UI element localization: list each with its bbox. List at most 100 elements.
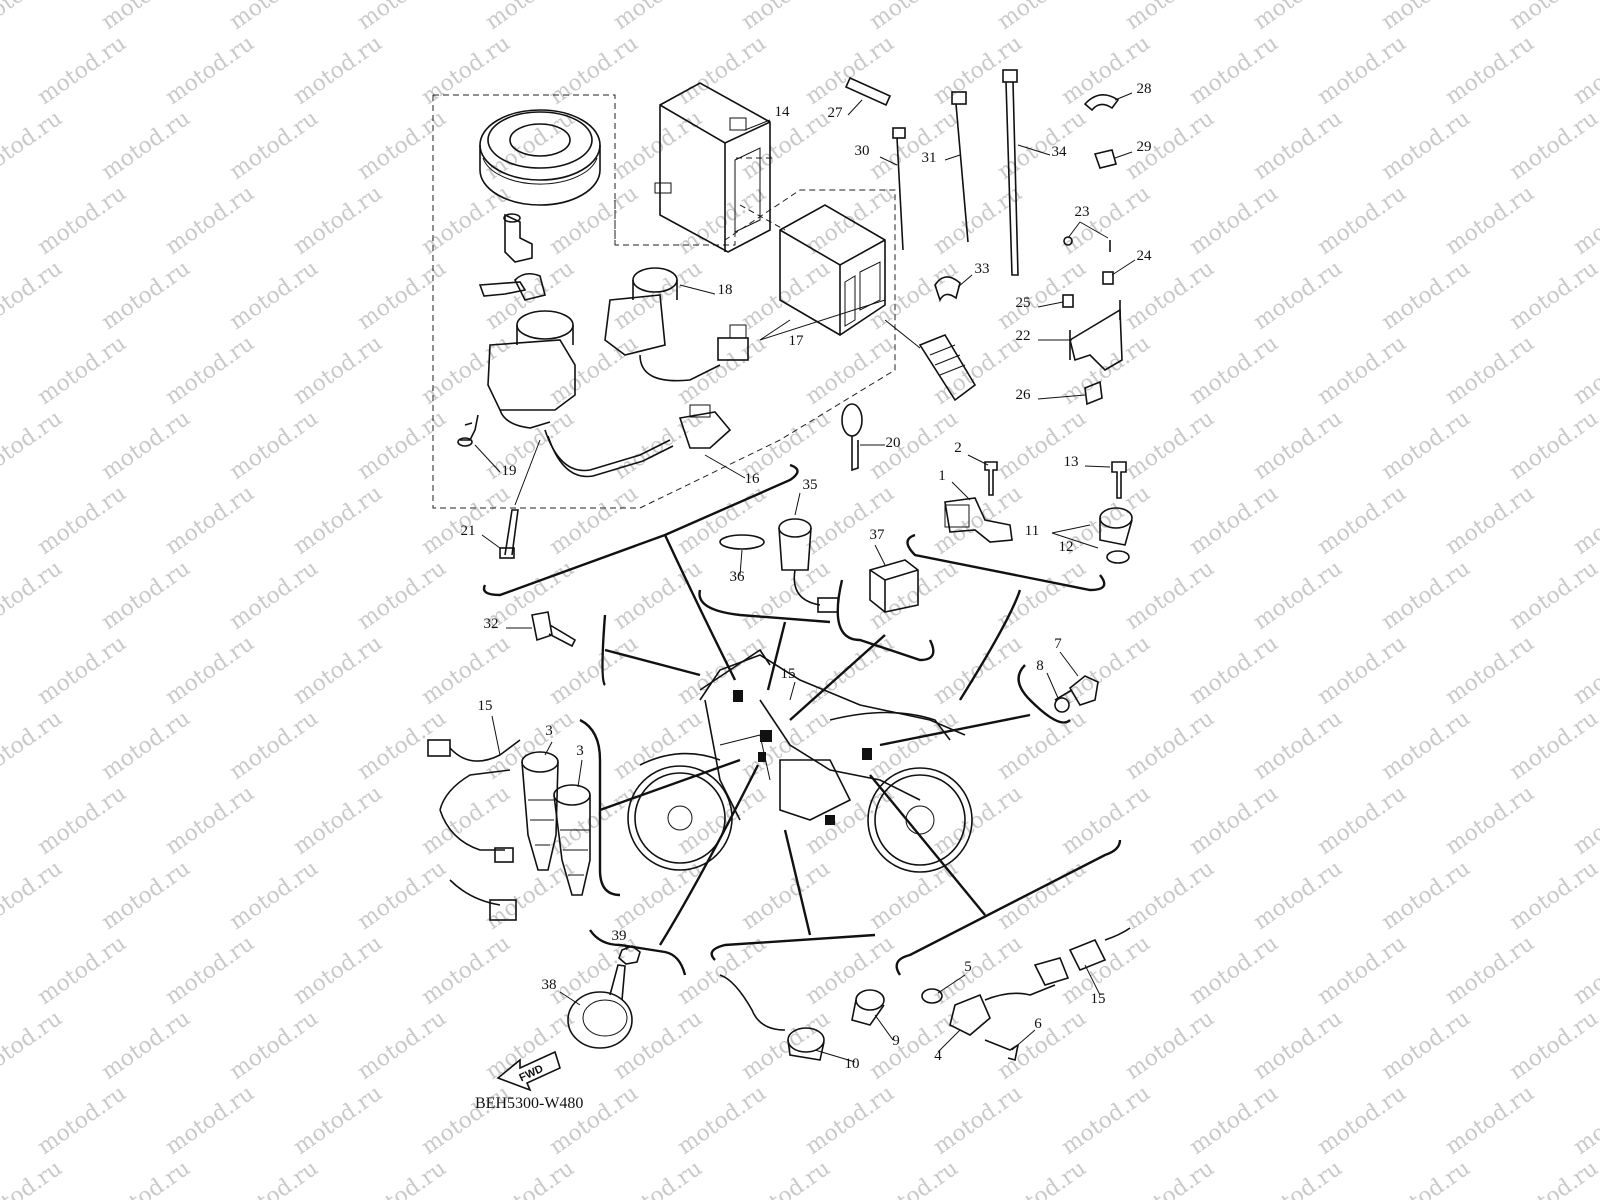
watermark-text: motod.ru — [417, 931, 515, 1010]
watermark-text: motod.ru — [865, 856, 963, 935]
watermark-text: motod.ru — [993, 1156, 1091, 1200]
main-switch-part — [478, 272, 732, 478]
o-ring-12-part — [1106, 550, 1130, 564]
watermark-text: motod.ru — [33, 931, 131, 1010]
watermark-text: motod.ru — [1121, 256, 1219, 335]
callout-number: 25 — [1016, 295, 1031, 311]
watermark-text: motod.ru — [97, 256, 195, 335]
socket-35-part — [778, 518, 839, 613]
watermark-text: motod.ru — [1185, 181, 1283, 260]
watermark-text: motod.ru — [161, 1081, 259, 1160]
ignition-coil-3b-part — [553, 784, 591, 896]
clamp-33-part — [934, 276, 961, 303]
watermark-text: motod.ru — [289, 931, 387, 1010]
watermark-text: motod.ru — [1249, 256, 1347, 335]
watermark-text: motod.ru — [1313, 31, 1411, 110]
callout-number: 39 — [612, 928, 627, 944]
watermark-text: motod.ru — [609, 1156, 707, 1200]
watermark-text: motod.ru — [33, 481, 131, 560]
watermark-text: motod.ru — [673, 1081, 771, 1160]
watermark-text: motod.ru — [1057, 31, 1155, 110]
bolt-2-part — [984, 461, 998, 496]
watermark-text: motod.ru — [289, 31, 387, 110]
washer-8-part — [1054, 697, 1070, 713]
watermark-text: motod.ru — [1569, 31, 1600, 110]
watermark-text: motod.ru — [737, 706, 835, 785]
watermark-text: motod.ru — [0, 256, 67, 335]
callout-number: 3 — [545, 723, 553, 739]
fuel-tank-cap-part — [479, 109, 601, 206]
tape-27-part — [844, 76, 892, 107]
watermark-text: motod.ru — [1313, 181, 1411, 260]
watermark-text: motod.ru — [993, 856, 1091, 935]
watermark-text: motod.ru — [609, 106, 707, 185]
watermark-text: motod.ru — [1505, 1006, 1600, 1085]
motorcycle-outline — [627, 648, 973, 873]
watermark-text: motod.ru — [353, 256, 451, 335]
watermark-text: motod.ru — [225, 706, 323, 785]
watermark-text: motod.ru — [1505, 856, 1600, 935]
watermark-text: motod.ru — [225, 406, 323, 485]
ignition-coil-3a-part — [521, 751, 559, 871]
watermark-text: motod.ru — [1313, 631, 1411, 710]
watermark-text: motod.ru — [993, 706, 1091, 785]
watermark-text: motod.ru — [1569, 481, 1600, 560]
callout-number: 1 — [938, 468, 946, 484]
watermark-text: motod.ru — [353, 706, 451, 785]
watermark-text: motod.ru — [289, 781, 387, 860]
group-bracket-lines — [482, 463, 1122, 976]
watermark-text: motod.ru — [1313, 481, 1411, 560]
watermark-text: motod.ru — [737, 0, 835, 35]
watermark-text: motod.ru — [545, 1081, 643, 1160]
watermark-text: motod.ru — [929, 1081, 1027, 1160]
watermark-text: motod.ru — [1569, 1081, 1600, 1160]
watermark-text: motod.ru — [1313, 781, 1411, 860]
watermark-text: motod.ru — [1569, 631, 1600, 710]
watermark-text: motod.ru — [1377, 256, 1475, 335]
watermark-text: motod.ru — [1121, 0, 1219, 35]
watermark-text: motod.ru — [0, 0, 67, 35]
o-ring-5-part — [921, 988, 943, 1004]
callout-number: 31 — [922, 150, 937, 166]
callout-number: 38 — [542, 977, 557, 993]
immobilizer-unit-part — [604, 267, 749, 382]
watermark-text: motod.ru — [1121, 856, 1219, 935]
callout-number: 37 — [870, 527, 886, 543]
watermark-text: motod.ru — [1569, 331, 1600, 410]
sensor-10-part — [719, 974, 825, 1061]
watermark-text: motod.ru — [1569, 181, 1600, 260]
callout-number: 23 — [1075, 204, 1090, 220]
watermark-text: motod.ru — [1505, 706, 1600, 785]
watermark-text: motod.ru — [353, 1006, 451, 1085]
watermark-text: motod.ru — [1313, 931, 1411, 1010]
callout-number: 5 — [964, 959, 972, 975]
watermark-text: motod.ru — [737, 1156, 835, 1200]
watermark-text: motod.ru — [33, 1081, 131, 1160]
watermark-text: motod.ru — [417, 31, 515, 110]
sensor-11-part — [1099, 507, 1133, 546]
callout-number: 27 — [828, 105, 844, 121]
callout-number: 22 — [1016, 328, 1031, 344]
watermark-text: motod.ru — [0, 406, 67, 485]
watermark-text: motod.ru — [993, 406, 1091, 485]
callout-number: 29 — [1137, 139, 1152, 155]
watermark-text: motod.ru — [161, 781, 259, 860]
callout-number: 12 — [1059, 539, 1074, 555]
callout-number: 26 — [1016, 387, 1032, 403]
sensor-7-part — [1054, 675, 1099, 706]
wire-harness-15-part — [427, 739, 521, 921]
watermark-text: motod.ru — [929, 181, 1027, 260]
watermark-text: motod.ru — [1441, 481, 1539, 560]
watermark-text: motod.ru — [1249, 856, 1347, 935]
watermark-text: motod.ru — [1121, 1006, 1219, 1085]
watermark-text: motod.ru — [0, 856, 67, 935]
callout-number: 7 — [1054, 636, 1062, 652]
watermark-text: motod.ru — [1569, 781, 1600, 860]
watermark-text: motod.ru — [1249, 706, 1347, 785]
watermark-text: motod.ru — [1377, 1006, 1475, 1085]
watermark-text: motod.ru — [1377, 1156, 1475, 1200]
callout-number: 19 — [502, 463, 517, 479]
callout-number: 32 — [484, 616, 499, 632]
callout-number: 13 — [1064, 454, 1079, 470]
